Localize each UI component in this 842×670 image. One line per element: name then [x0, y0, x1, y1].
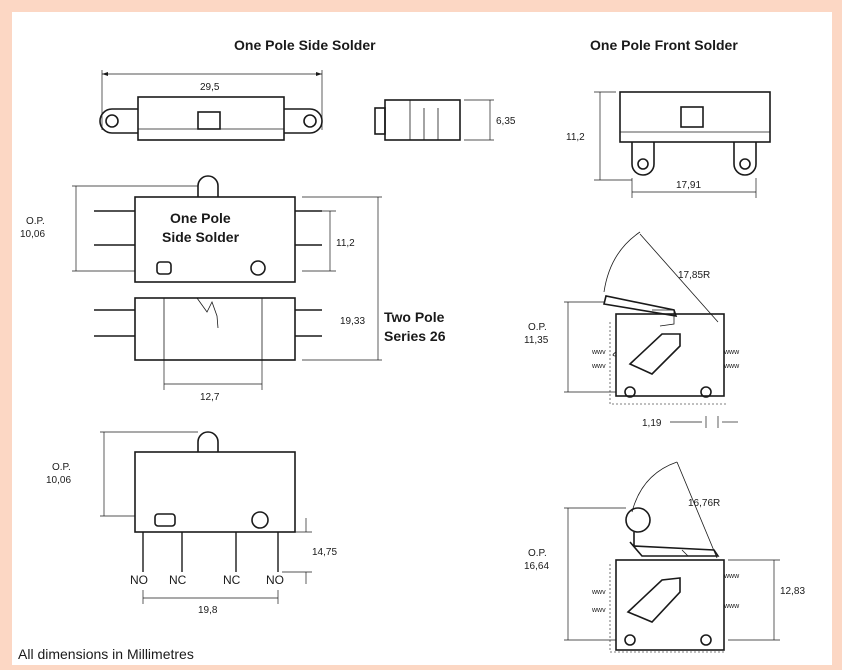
pin-label-no-left: NO [130, 573, 148, 587]
technical-drawing: One Pole Side Solder One Pole Front Sold… [20, 37, 805, 653]
dim-front-height: 11,2 [566, 132, 585, 143]
dim-lever-offset: 1,19 [642, 418, 662, 429]
svg-text:wwv: wwv [591, 607, 606, 614]
label-series-26: Series 26 [384, 328, 446, 344]
svg-text:www: www [723, 603, 740, 610]
top-view-side-solder: 29,5 [99, 70, 323, 141]
one-pole-side-view: One Pole Side Solder O.P. 10,06 11,2 [20, 175, 355, 283]
pin-label-no-right: NO [266, 573, 284, 587]
two-pole-view: 12,7 19,33 Two Pole Series 26 [94, 196, 446, 403]
svg-text:wwv: wwv [591, 363, 606, 370]
footer-note: All dimensions in Millimetres [18, 646, 194, 662]
label-side-solder: Side Solder [162, 229, 240, 245]
dim-roller-radius: 16,76R [688, 498, 720, 509]
pc-pin-view: NO NC NC NO O.P. 10,06 14,75 19,8 [46, 431, 337, 616]
dim-pin-length: 14,75 [312, 547, 337, 558]
dim-top-width: 29,5 [200, 82, 220, 93]
dim-side-height: 6,35 [496, 116, 516, 127]
pin-label-nc-right: NC [223, 573, 241, 587]
dim-front-width: 17,91 [676, 180, 701, 191]
dim-op-pc: 10,06 [46, 475, 71, 486]
op-label-pc: O.P. [52, 462, 71, 473]
dim-pin-spacing: 12,7 [200, 392, 220, 403]
title-front-solder: One Pole Front Solder [590, 37, 738, 53]
pin-label-nc-left: NC [169, 573, 187, 587]
op-label-lever: O.P. [528, 322, 547, 333]
front-solder-view: 11,2 17,91 [566, 91, 771, 198]
svg-text:www: www [723, 349, 740, 356]
svg-text:wwv: wwv [591, 589, 606, 596]
svg-text:wwv: wwv [591, 349, 606, 356]
op-label-side: O.P. [26, 216, 45, 227]
roller-view: 16,76R wwv wwv www www O.P. 16,64 12,83 [524, 461, 805, 653]
dim-roller-op: 16,64 [524, 561, 549, 572]
dim-op-side: 10,06 [20, 229, 45, 240]
svg-text:www: www [723, 363, 740, 370]
dim-lever-op: 11,35 [524, 335, 549, 346]
dim-pc-width: 19,8 [198, 605, 218, 616]
lever-view: 17,85R wwv wwv www www O.P. 11,35 1,19 [524, 231, 740, 429]
title-side-solder: One Pole Side Solder [234, 37, 376, 53]
side-view-small: 6,35 [374, 99, 516, 141]
label-one-pole: One Pole [170, 210, 231, 226]
label-two-pole: Two Pole [384, 309, 445, 325]
op-label-roller: O.P. [528, 548, 547, 559]
svg-text:www: www [723, 573, 740, 580]
drawing-sheet: One Pole Side Solder One Pole Front Sold… [12, 12, 832, 665]
dim-roller-height: 12,83 [780, 586, 805, 597]
dim-body-height: 11,2 [336, 238, 355, 249]
dim-lever-radius: 17,85R [678, 270, 710, 281]
dim-two-pole-height: 19,33 [340, 316, 365, 327]
